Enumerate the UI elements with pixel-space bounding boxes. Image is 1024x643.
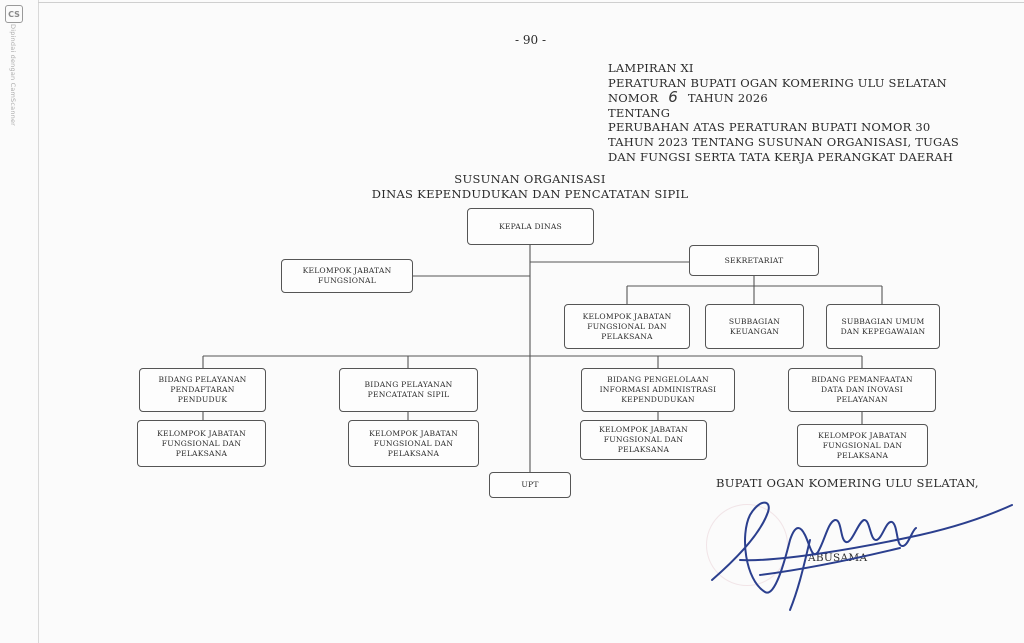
header-nomor-prefix: NOMOR xyxy=(608,91,659,106)
header-nomor-line: NOMOR 6 TAHUN 2026 xyxy=(608,90,959,106)
box-upt: UPT xyxy=(489,472,571,498)
box-bidang-pelayanan-pencatatan-sipil: BIDANG PELAYANAN PENCATATAN SIPIL xyxy=(339,368,478,412)
box-label: FUNGSIONAL xyxy=(318,276,376,285)
box-subbagian-umum-kepegawaian: SUBBAGIAN UMUM DAN KEPEGAWAIAN xyxy=(826,304,940,349)
box-label: PELAKSANA xyxy=(175,448,228,458)
box-label: INFORMASI ADMINISTRASI xyxy=(599,385,717,394)
box-kjf-bidang-1: KELOMPOK JABATAN FUNGSIONAL DAN PELAKSAN… xyxy=(137,420,266,467)
box-label: KEPALA DINAS xyxy=(499,221,562,231)
box-label: DATA DAN INOVASI xyxy=(821,385,903,394)
official-stamp-faint xyxy=(706,504,788,586)
box-bidang-pemanfaatan-data: BIDANG PEMANFAATAN DATA DAN INOVASI PELA… xyxy=(788,368,936,412)
box-label: KELOMPOK JABATAN xyxy=(369,428,458,438)
box-label: PELAKSANA xyxy=(387,448,440,458)
box-subbagian-keuangan: SUBBAGIAN KEUANGAN xyxy=(705,304,804,349)
box-label: PELAKSANA xyxy=(836,450,889,460)
box-label: KEPENDUDUKAN xyxy=(621,395,695,404)
header-nomor-handwritten: 6 xyxy=(668,88,678,107)
box-label: BIDANG PENGELOLAAN xyxy=(607,375,709,384)
box-label: FUNGSIONAL DAN xyxy=(587,321,667,331)
box-bidang-pengelolaan-informasi: BIDANG PENGELOLAAN INFORMASI ADMINISTRAS… xyxy=(581,368,735,412)
header-line: PERATURAN BUPATI OGAN KOMERING ULU SELAT… xyxy=(608,75,947,90)
camscanner-logo-icon: CS xyxy=(5,5,23,23)
box-label: PENDUDUK xyxy=(177,395,228,404)
box-kjf-bidang-4: KELOMPOK JABATAN FUNGSIONAL DAN PELAKSAN… xyxy=(797,424,928,467)
box-kelompok-jabatan-fungsional: KELOMPOK JABATAN FUNGSIONAL xyxy=(281,259,413,293)
scanner-watermark-caption: Dipindai dengan CamScanner xyxy=(9,24,17,127)
page-number: - 90 - xyxy=(515,33,547,47)
box-kjf-bidang-2: KELOMPOK JABATAN FUNGSIONAL DAN PELAKSAN… xyxy=(348,420,479,467)
box-sekretariat: SEKRETARIAT xyxy=(689,245,819,276)
box-label: BIDANG PELAYANAN xyxy=(158,375,247,384)
org-chart-title: SUSUNAN ORGANISASI DINAS KEPENDUDUKAN DA… xyxy=(360,172,700,202)
box-kjf-sekretariat: KELOMPOK JABATAN FUNGSIONAL DAN PELAKSAN… xyxy=(564,304,690,349)
box-label: KEUANGAN xyxy=(729,326,780,336)
box-label: PENDAFTARAN xyxy=(170,385,235,394)
box-label: BIDANG PELAYANAN xyxy=(364,380,453,389)
box-label: KELOMPOK JABATAN xyxy=(157,428,246,438)
box-label: PELAKSANA xyxy=(617,445,670,454)
box-label: KELOMPOK JABATAN xyxy=(582,311,672,321)
box-label: DAN KEPEGAWAIAN xyxy=(840,326,926,336)
box-label: SEKRETARIAT xyxy=(724,255,784,265)
header-line: DAN FUNGSI SERTA TATA KERJA PERANGKAT DA… xyxy=(608,149,954,164)
box-label: FUNGSIONAL DAN xyxy=(603,435,684,444)
box-label: KELOMPOK JABATAN xyxy=(599,425,688,434)
box-kepala-dinas: KEPALA DINAS xyxy=(467,208,594,245)
box-label: FUNGSIONAL DAN xyxy=(373,438,454,448)
header-line: PERUBAHAN ATAS PERATURAN BUPATI NOMOR 30 xyxy=(608,120,931,135)
box-label: PELAYANAN xyxy=(836,395,888,404)
header-line: TAHUN 2023 TENTANG SUSUNAN ORGANISASI, T… xyxy=(608,134,959,149)
box-label: BIDANG PEMANFAATAN xyxy=(811,375,913,384)
box-label: PENCATATAN SIPIL xyxy=(367,390,450,399)
box-label: FUNGSIONAL DAN xyxy=(161,438,242,448)
box-label: UPT xyxy=(521,480,539,489)
box-bidang-pelayanan-pendaftaran-penduduk: BIDANG PELAYANAN PENDAFTARAN PENDUDUK xyxy=(139,368,266,412)
signatory-name: ABUSAMA xyxy=(808,552,868,564)
box-label: KELOMPOK JABATAN xyxy=(302,266,392,275)
header-line: LAMPIRAN XI xyxy=(608,61,694,75)
org-chart-title-line1: SUSUNAN ORGANISASI xyxy=(454,172,606,186)
scan-border-top xyxy=(38,2,1024,3)
header-nomor-suffix: TAHUN 2026 xyxy=(687,91,768,106)
box-label: KELOMPOK JABATAN xyxy=(818,430,907,440)
signatory-title: BUPATI OGAN KOMERING ULU SELATAN, xyxy=(716,476,979,490)
box-label: FUNGSIONAL DAN xyxy=(822,440,903,450)
org-chart-title-line2: DINAS KEPENDUDUKAN DAN PENCATATAN SIPIL xyxy=(371,187,689,201)
header-line: TENTANG xyxy=(608,105,671,120)
scan-border-left xyxy=(38,0,39,643)
box-label: SUBBAGIAN xyxy=(728,316,781,326)
box-label: SUBBAGIAN UMUM xyxy=(841,316,925,326)
box-kjf-bidang-3: KELOMPOK JABATAN FUNGSIONAL DAN PELAKSAN… xyxy=(580,420,707,460)
regulation-header: LAMPIRAN XI PERATURAN BUPATI OGAN KOMERI… xyxy=(608,61,959,164)
box-label: PELAKSANA xyxy=(601,331,653,341)
